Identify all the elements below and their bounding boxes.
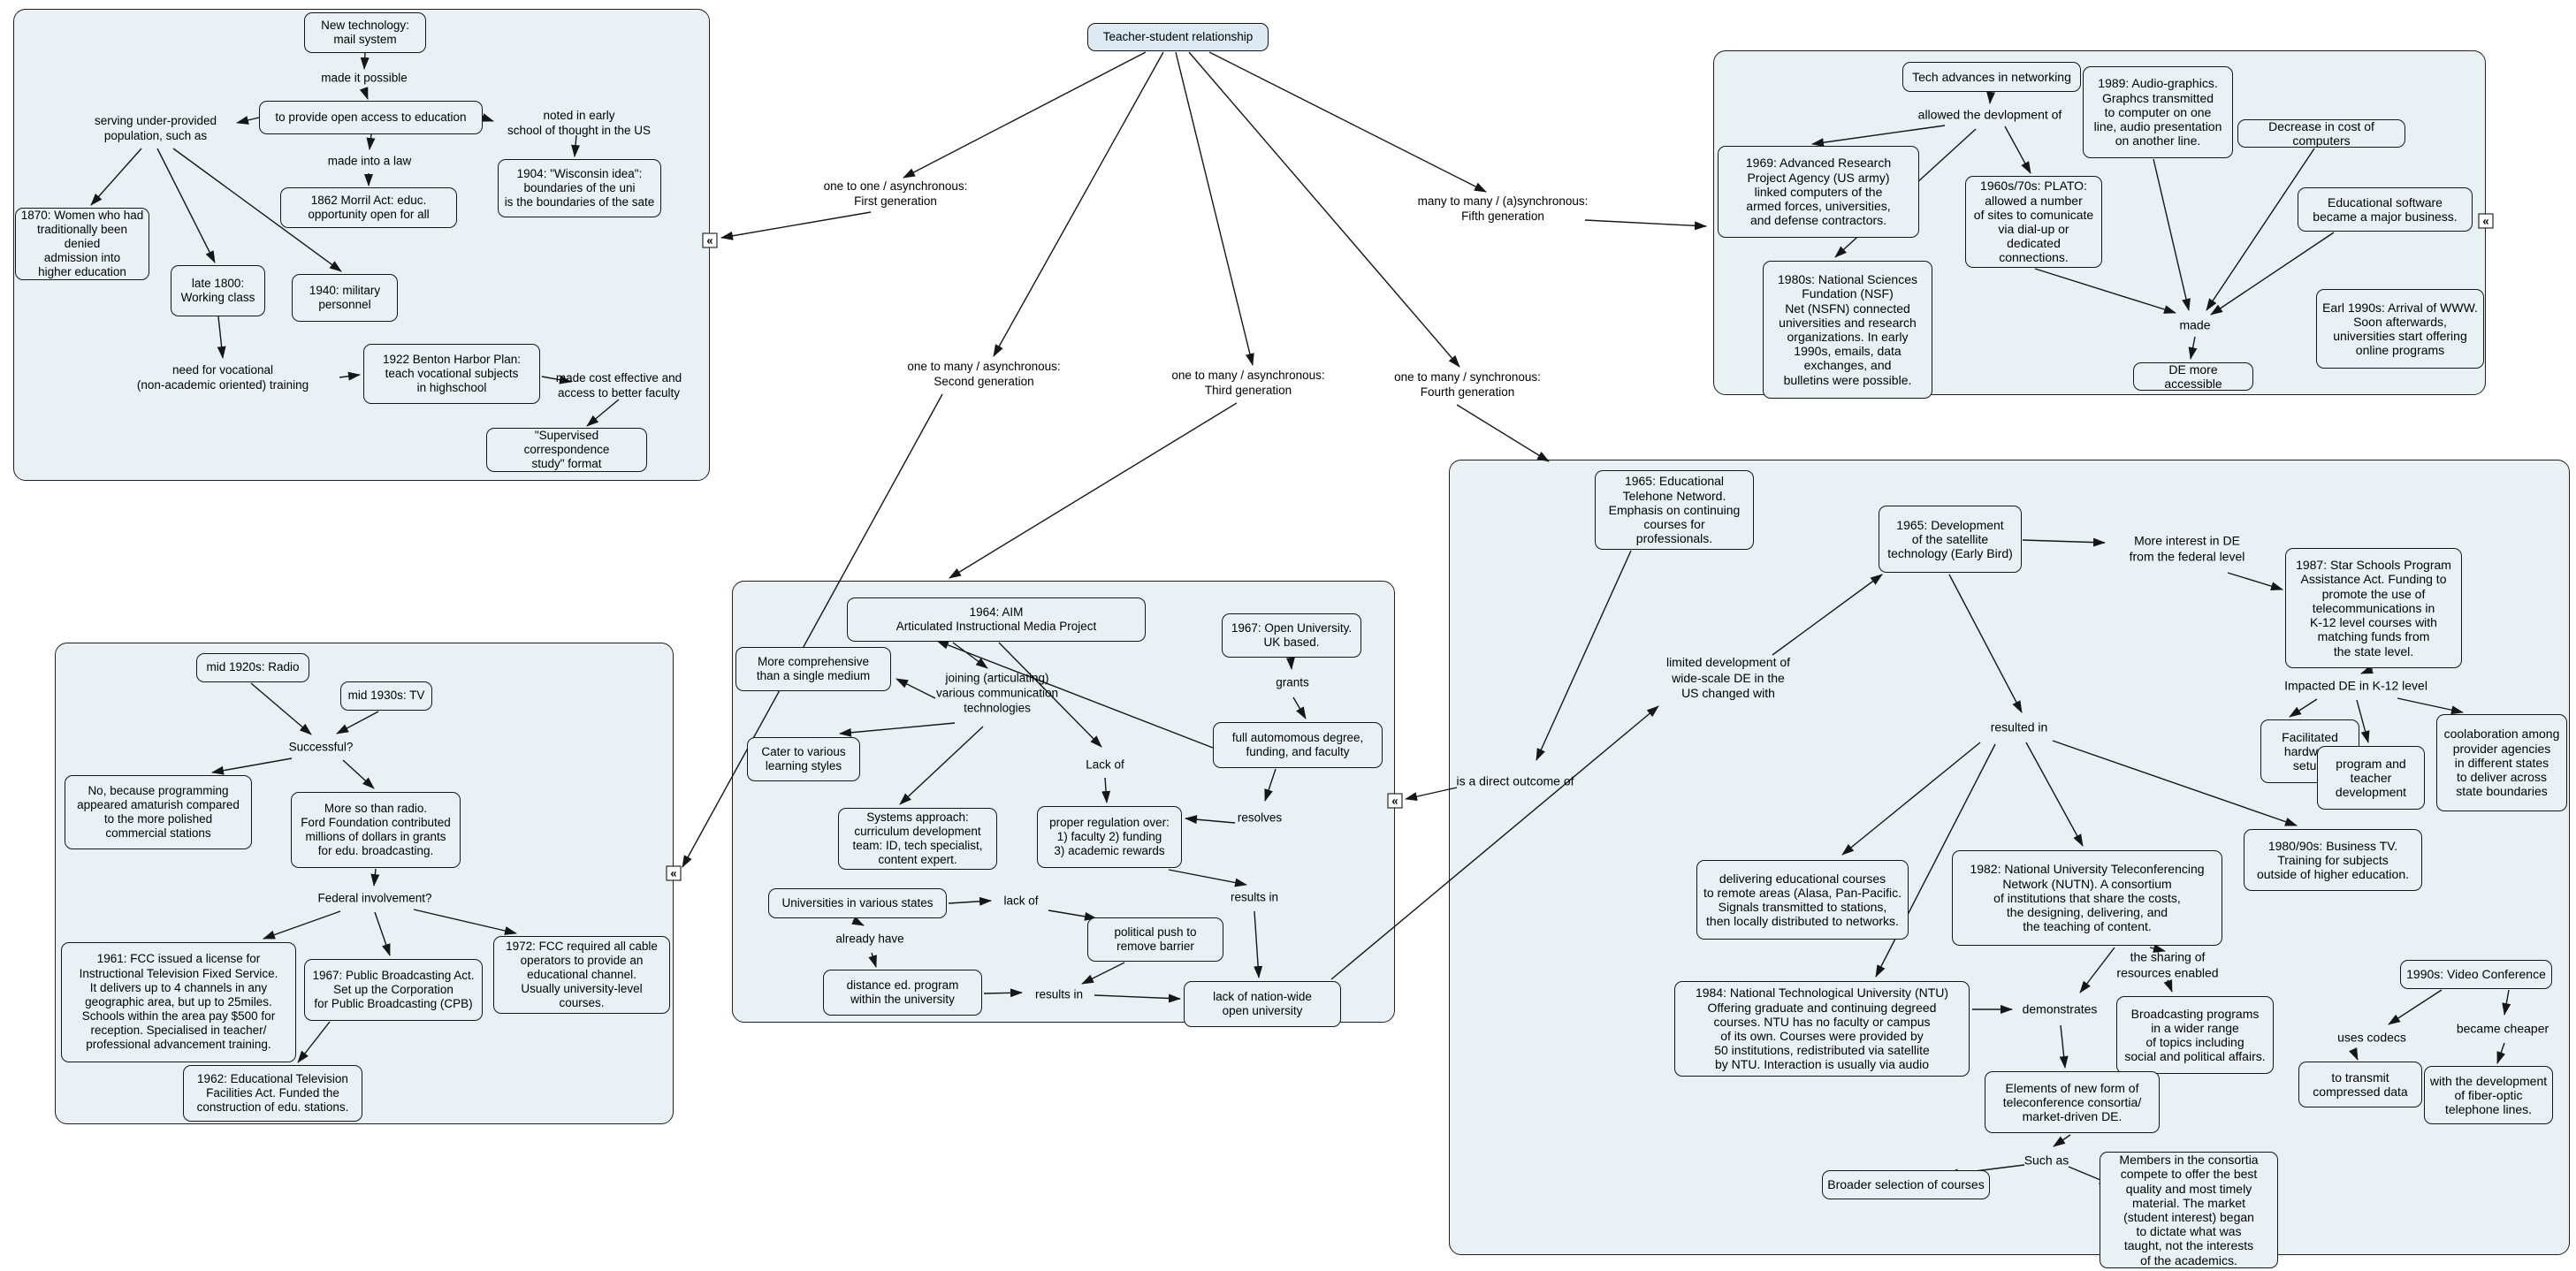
node-decrease-cost-computers[interactable]: Decrease in cost of computers [2237, 119, 2405, 148]
node-open-access[interactable]: to provide open access to education [259, 101, 483, 134]
collapse-marker-4[interactable]: « [2478, 213, 2494, 229]
node-distance-ed-program[interactable]: distance ed. program within the universi… [823, 970, 982, 1016]
label-fourth-generation[interactable]: one to many / synchronous: Fourth genera… [1394, 370, 1541, 399]
collapse-marker-1[interactable]: « [702, 232, 718, 248]
label-need-for-vocational[interactable]: need for vocational (non-academic orient… [136, 363, 309, 392]
label-made[interactable]: made [2179, 317, 2211, 332]
label-joining-articulating[interactable]: joining (articulating) various communica… [935, 671, 1059, 715]
label-second-generation[interactable]: one to many / asynchronous: Second gener… [907, 360, 1061, 388]
node-late-1800-working-class[interactable]: late 1800: Working class [171, 265, 265, 316]
node-delivering-courses-remote[interactable]: delivering educational courses to remote… [1696, 860, 1909, 940]
collapse-marker-2[interactable]: « [666, 865, 682, 881]
node-1987-star-schools[interactable]: 1987: Star Schools Program Assistance Ac… [2285, 548, 2462, 668]
node-no-because-programming[interactable]: No, because programming appeared amaturi… [65, 775, 252, 849]
label-third-generation[interactable]: one to many / asynchronous: Third genera… [1171, 369, 1325, 397]
node-program-teacher-development[interactable]: program and teacher development [2317, 746, 2425, 810]
node-1965-educational-telephone[interactable]: 1965: Educational Telehone Netword. Emph… [1595, 470, 1754, 550]
node-1982-nutn[interactable]: 1982: National University Teleconferenci… [1952, 850, 2222, 946]
node-1960s-plato[interactable]: 1960s/70s: PLATO: allowed a number of si… [1965, 176, 2102, 268]
label-first-generation[interactable]: one to one / asynchronous: First generat… [823, 179, 968, 208]
label-limited-development[interactable]: limited development of wide-scale DE in … [1665, 654, 1791, 700]
node-universities-various-states[interactable]: Universities in various states [768, 888, 947, 918]
node-supervised-correspondence[interactable]: "Supervised correspondence study" format [486, 428, 647, 472]
node-1989-audio-graphics[interactable]: 1989: Audio-graphics. Graphcs transmitte… [2083, 66, 2233, 158]
node-mid-1930s-tv[interactable]: mid 1930s: TV [340, 681, 432, 711]
node-1984-ntu[interactable]: 1984: National Technological University … [1674, 981, 1970, 1077]
node-1964-aim[interactable]: 1964: AIM Articulated Instructional Medi… [847, 597, 1146, 642]
node-tech-advances-networking[interactable]: Tech advances in networking [1902, 62, 2081, 92]
label-made-into-a-law[interactable]: made into a law [327, 154, 412, 168]
node-new-technology[interactable]: New technology: mail system [304, 12, 426, 53]
edge-16 [1175, 51, 1254, 366]
node-broader-selection[interactable]: Broader selection of courses [1822, 1170, 1990, 1199]
label-more-interest-de[interactable]: More interest in DE from the federal lev… [2129, 533, 2245, 564]
label-results-in-2[interactable]: results in [1034, 987, 1084, 1001]
node-1870-women[interactable]: 1870: Women who had traditionally been d… [15, 208, 149, 280]
edge-15 [993, 51, 1164, 357]
label-successful[interactable]: Successful? [288, 740, 354, 754]
edge-23 [1456, 404, 1550, 462]
node-de-more-accessible[interactable]: DE more accessible [2133, 362, 2253, 391]
label-lack-of-2[interactable]: lack of [1003, 894, 1039, 908]
node-1967-public-broadcasting-act[interactable]: 1967: Public Broadcasting Act. Set up th… [304, 959, 483, 1021]
label-such-as[interactable]: Such as [2023, 1153, 2069, 1168]
label-results-in-1[interactable]: results in [1230, 890, 1279, 904]
node-teacher-student-relationship[interactable]: Teacher-student relationship [1087, 23, 1269, 51]
edge-18 [1208, 51, 1487, 193]
label-serving-underprovided[interactable]: serving under-provided population, such … [94, 114, 217, 142]
label-uses-codecs[interactable]: uses codecs [2337, 1030, 2406, 1045]
label-made-cost-effective[interactable]: made cost effective and access to better… [555, 371, 682, 400]
node-early-1990s-www[interactable]: Earl 1990s: Arrival of WWW. Soon afterwa… [2316, 289, 2484, 369]
edge-14 [903, 51, 1147, 179]
label-became-cheaper[interactable]: became cheaper [2456, 1021, 2549, 1036]
label-made-it-possible[interactable]: made it possible [321, 71, 408, 85]
node-cater-various-learning[interactable]: Cater to various learning styles [747, 737, 860, 781]
label-sharing-resources[interactable]: the sharing of resources enabled [2116, 949, 2219, 980]
node-collaboration-among-providers[interactable]: coolaboration among provider agencies in… [2436, 714, 2567, 811]
label-lack-of[interactable]: Lack of [1086, 757, 1124, 772]
label-resulted-in[interactable]: resulted in [1990, 719, 2048, 734]
label-allowed-development[interactable]: allowed the devlopment of [1917, 107, 2062, 122]
node-full-autonomous-degree[interactable]: full automomous degree, funding, and fac… [1213, 722, 1383, 768]
node-1990s-video-conference[interactable]: 1990s: Video Conference [2400, 960, 2552, 989]
node-1940-military[interactable]: 1940: military personnel [292, 274, 398, 322]
node-1967-open-university[interactable]: 1967: Open University. UK based. [1222, 613, 1361, 658]
label-federal-involvement[interactable]: Federal involvement? [317, 891, 432, 905]
node-members-consortia[interactable]: Members in the consortia compete to offe… [2100, 1152, 2278, 1268]
node-mid-1920s-radio[interactable]: mid 1920s: Radio [196, 653, 309, 682]
node-more-so-than-radio[interactable]: More so than radio. Ford Foundation cont… [291, 792, 461, 868]
node-1980s-nsf[interactable]: 1980s: National Sciences Fundation (NSF)… [1763, 261, 1932, 399]
node-1965-satellite[interactable]: 1965: Development of the satellite techn… [1879, 506, 2022, 573]
node-1961-fcc-license[interactable]: 1961: FCC issued a license for Instructi… [61, 942, 296, 1062]
node-systems-approach[interactable]: Systems approach: curriculum development… [838, 808, 997, 870]
label-direct-outcome[interactable]: is a direct outcome of [1456, 773, 1574, 788]
node-1980-90s-business-tv[interactable]: 1980/90s: Business TV. Training for subj… [2244, 829, 2422, 891]
edge-19 [720, 211, 872, 240]
label-grants[interactable]: grants [1276, 675, 1309, 689]
node-1904-wisconsin-idea[interactable]: 1904: "Wisconsin idea": boundaries of th… [498, 159, 661, 217]
label-demonstrates[interactable]: demonstrates [2022, 1001, 2098, 1016]
label-noted-in-early-school[interactable]: noted in early school of thought in the … [507, 109, 652, 137]
node-proper-regulation[interactable]: proper regulation over: 1) faculty 2) fu… [1037, 806, 1182, 868]
node-1972-fcc-cable[interactable]: 1972: FCC required all cable operators t… [493, 936, 670, 1014]
node-lack-nationwide-open-university[interactable]: lack of nation-wide open university [1184, 981, 1341, 1027]
node-elements-new-form[interactable]: Elements of new form of teleconference c… [1985, 1071, 2160, 1133]
node-1962-etv-facilities-act[interactable]: 1962: Educational Television Facilities … [183, 1065, 362, 1122]
collapse-marker-3[interactable]: « [1387, 793, 1403, 809]
label-resolves[interactable]: resolves [1237, 811, 1283, 825]
node-political-push[interactable]: political push to remove barrier [1087, 917, 1223, 962]
label-fifth-generation[interactable]: many to many / (a)synchronous: Fifth gen… [1417, 194, 1589, 223]
edge-22 [949, 402, 1238, 579]
node-1862-morril-act[interactable]: 1862 Morril Act: educ. opportunity open … [280, 187, 457, 228]
label-already-have[interactable]: already have [835, 932, 904, 946]
node-1969-arpa[interactable]: 1969: Advanced Research Project Agency (… [1718, 146, 1919, 238]
node-1922-benton-harbor[interactable]: 1922 Benton Harbor Plan: teach vocationa… [363, 344, 540, 404]
node-broadcasting-programs[interactable]: Broadcasting programs in a wider range o… [2116, 996, 2274, 1074]
node-more-comprehensive[interactable]: More comprehensive than a single medium [735, 647, 891, 691]
node-educational-software[interactable]: Educational software became a major busi… [2298, 187, 2473, 232]
label-impacted-de-k12[interactable]: Impacted DE in K-12 level [2284, 678, 2427, 693]
node-fiber-optic[interactable]: with the development of fiber-optic tele… [2424, 1066, 2553, 1124]
edge-20 [1584, 219, 1707, 231]
node-to-transmit-compressed[interactable]: to transmit compressed data [2298, 1062, 2422, 1107]
